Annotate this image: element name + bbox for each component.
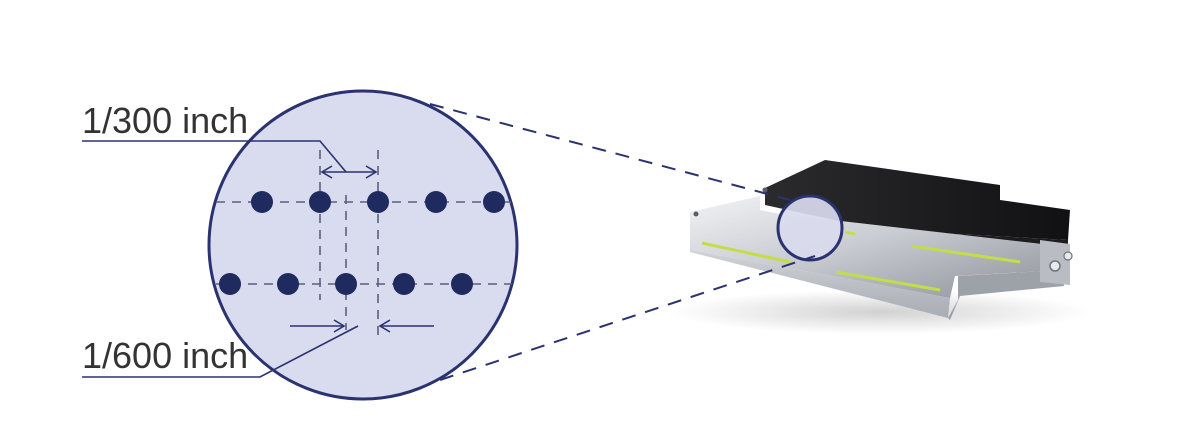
nozzle-dot — [335, 273, 357, 295]
nozzle-dot — [425, 191, 447, 213]
small-magnifier-circle — [776, 194, 844, 262]
bottom-pitch-dimension — [290, 319, 434, 333]
pitch-600-label: 1/600 inch — [82, 335, 248, 376]
pitch-300-label: 1/300 inch — [82, 100, 248, 141]
bottom-nozzle-row — [219, 273, 473, 295]
nozzle-dot — [451, 273, 473, 295]
nozzle-dot — [251, 191, 273, 213]
nozzle-dot — [393, 273, 415, 295]
nozzle-dot — [219, 273, 241, 295]
projection-lines — [429, 103, 816, 381]
nozzle-dot — [277, 273, 299, 295]
top-nozzle-row — [251, 191, 505, 213]
print-head-illustration — [670, 160, 1090, 334]
magnified-nozzle-circle — [207, 89, 519, 401]
nozzle-dot — [309, 191, 331, 213]
label-leader-lines — [82, 140, 359, 378]
nozzle-dot — [483, 191, 505, 213]
top-pitch-dimension — [320, 165, 378, 179]
nozzle-dot — [367, 191, 389, 213]
